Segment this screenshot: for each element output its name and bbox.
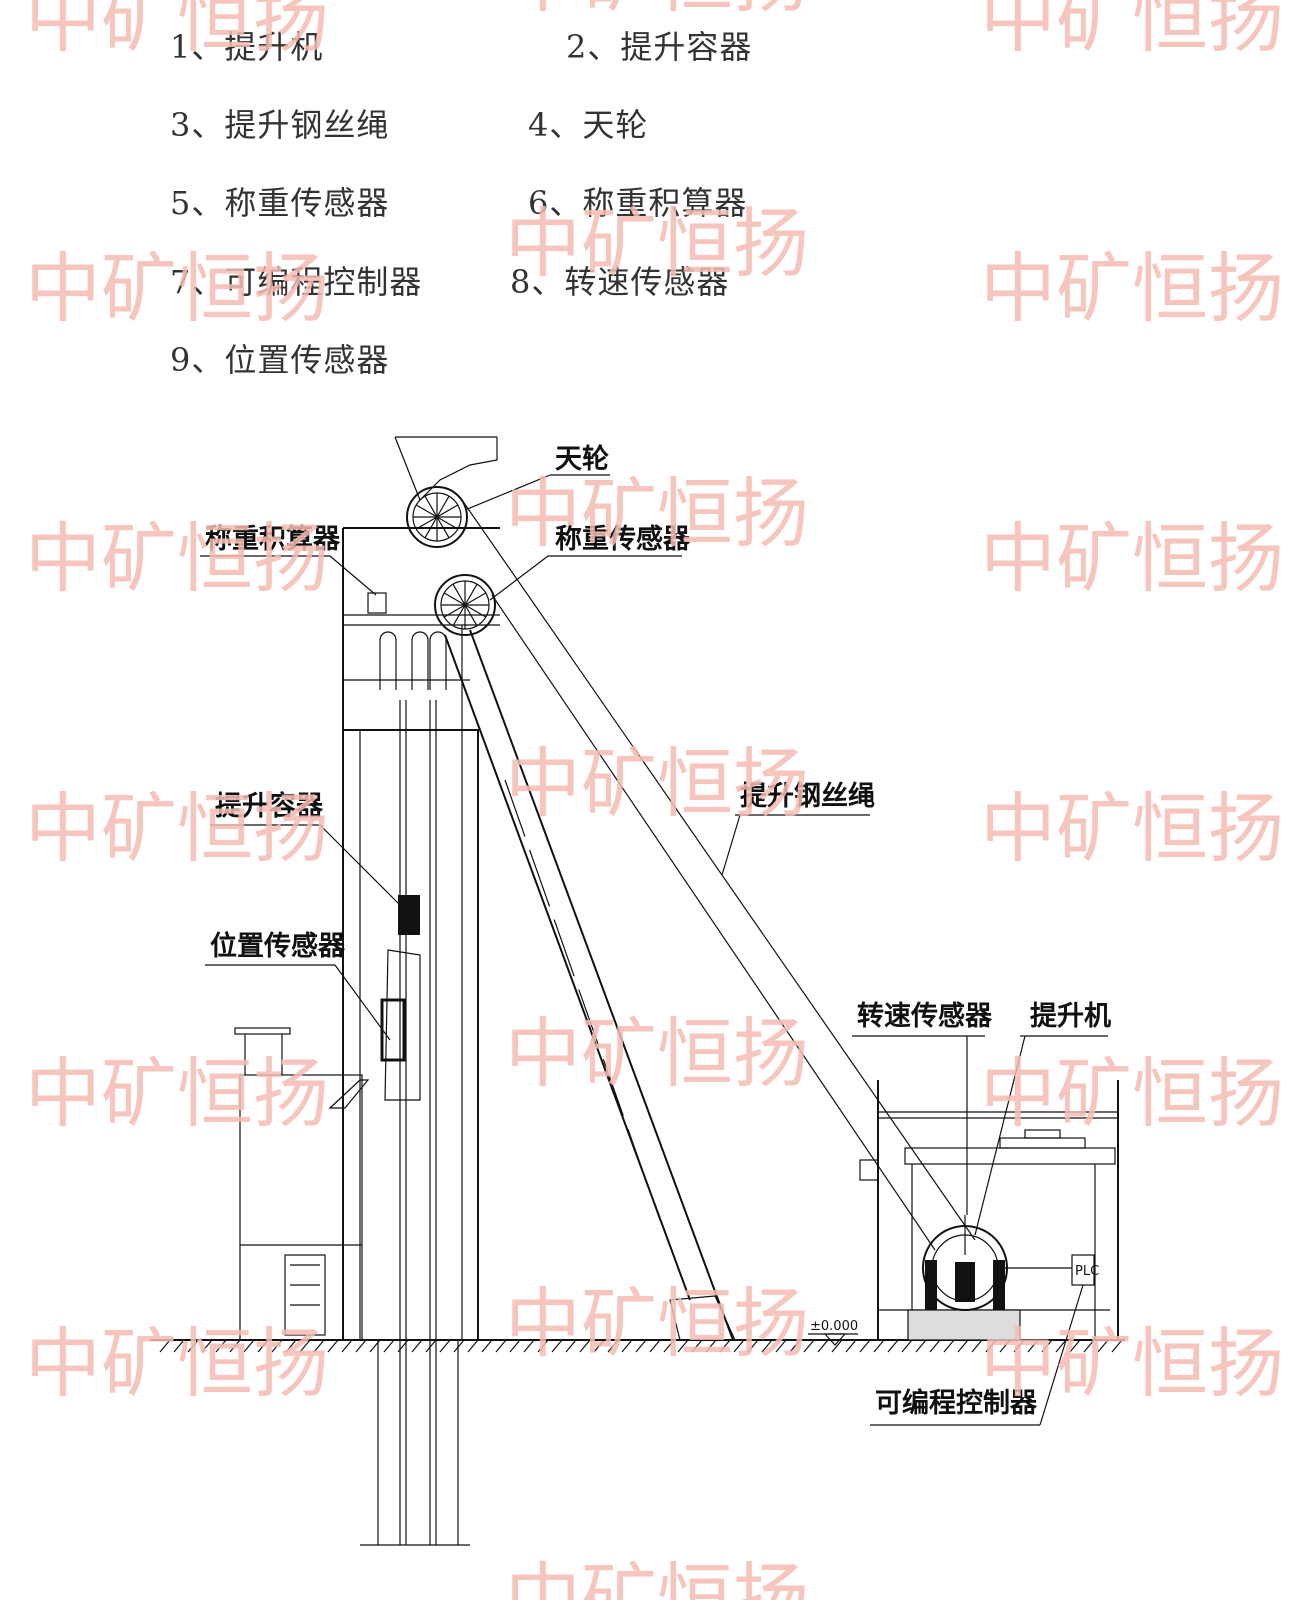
svg-text:中矿恒扬: 中矿恒扬 — [505, 1279, 809, 1368]
legend-item-5: 5、称重传感器 — [170, 184, 390, 222]
sheave-lower — [434, 574, 496, 636]
shaft — [360, 700, 470, 1546]
hoist-container — [380, 895, 421, 1101]
svg-text:中矿恒扬: 中矿恒扬 — [505, 739, 809, 828]
svg-text:中矿恒扬: 中矿恒扬 — [980, 514, 1284, 603]
svg-text:中矿恒扬: 中矿恒扬 — [505, 469, 809, 558]
svg-text:称重传感器: 称重传感器 — [555, 523, 691, 555]
svg-text:提升机: 提升机 — [1030, 1001, 1111, 1032]
label-container: 提升容器 — [210, 790, 406, 911]
svg-text:提升钢丝绳: 提升钢丝绳 — [740, 781, 875, 812]
legend-item-1: 1、提升机 — [170, 28, 324, 66]
svg-text:中矿恒扬: 中矿恒扬 — [505, 0, 809, 23]
label-position-sensor: 位置传感器 — [205, 930, 391, 1041]
loading-building — [234, 1027, 370, 1341]
svg-text:转速传感器: 转速传感器 — [857, 1000, 993, 1032]
headframe-tower — [342, 436, 500, 1341]
label-hoist: 提升机 — [974, 1001, 1111, 1236]
svg-text:中矿恒扬: 中矿恒扬 — [25, 0, 329, 63]
watermarks: 中矿恒扬 中矿恒扬 中矿恒扬 中矿恒扬 中矿恒扬 中矿恒扬 中矿恒扬 中矿恒扬 … — [25, 0, 1284, 1600]
label-sheave: 天轮 — [464, 444, 610, 511]
hoist-house — [859, 1080, 1119, 1341]
svg-text:天轮: 天轮 — [555, 444, 609, 475]
hoist-rope — [461, 499, 976, 1251]
svg-text:可编程控制器: 可编程控制器 — [875, 1387, 1038, 1419]
svg-text:中矿恒扬: 中矿恒扬 — [505, 199, 809, 288]
svg-text:中矿恒扬: 中矿恒扬 — [980, 244, 1284, 333]
legend-item-9: 9、位置传感器 — [170, 341, 390, 379]
hoist-drum — [922, 1215, 1008, 1311]
label-integrator: 称重积算器 — [200, 523, 377, 596]
legend-item-7: 7、可编程控制器 — [170, 263, 423, 301]
label-rope: 提升钢丝绳 — [721, 781, 875, 876]
svg-text:提升容器: 提升容器 — [215, 790, 324, 822]
svg-text:中矿恒扬: 中矿恒扬 — [25, 244, 329, 333]
svg-text:中矿恒扬: 中矿恒扬 — [25, 1049, 329, 1138]
legend-item-3: 3、提升钢丝绳 — [170, 106, 390, 144]
legend-item-6: 6、称重积算器 — [528, 184, 748, 222]
svg-text:中矿恒扬: 中矿恒扬 — [505, 1009, 809, 1098]
svg-text:中矿恒扬: 中矿恒扬 — [980, 0, 1284, 63]
label-plc: 可编程控制器 — [870, 1284, 1084, 1426]
svg-text:中矿恒扬: 中矿恒扬 — [25, 514, 329, 603]
svg-text:PLC: PLC — [1075, 1264, 1099, 1279]
legend-item-4: 4、天轮 — [528, 106, 649, 144]
svg-text:中矿恒扬: 中矿恒扬 — [980, 1049, 1284, 1138]
svg-text:中矿恒扬: 中矿恒扬 — [980, 784, 1284, 873]
legend-item-8: 8、转速传感器 — [510, 263, 730, 301]
sheave-upper — [406, 486, 468, 548]
elevation-mark: ±0.000 — [808, 1319, 858, 1346]
svg-text:中矿恒扬: 中矿恒扬 — [25, 1319, 329, 1408]
plc-cabinet: PLC — [1005, 1254, 1099, 1286]
svg-text:称重积算器: 称重积算器 — [205, 523, 341, 555]
svg-text:中矿恒扬: 中矿恒扬 — [505, 1554, 809, 1600]
legend-item-2: 2、提升容器 — [566, 28, 753, 66]
label-speed-sensor: 转速传感器 — [852, 1000, 993, 1215]
inclined-strut — [444, 629, 736, 1341]
svg-text:±0.000: ±0.000 — [810, 1319, 858, 1334]
svg-text:中矿恒扬: 中矿恒扬 — [25, 784, 329, 873]
svg-text:位置传感器: 位置传感器 — [210, 930, 346, 962]
svg-text:中矿恒扬: 中矿恒扬 — [980, 1319, 1284, 1408]
label-load-cell: 称重传感器 — [489, 523, 691, 601]
